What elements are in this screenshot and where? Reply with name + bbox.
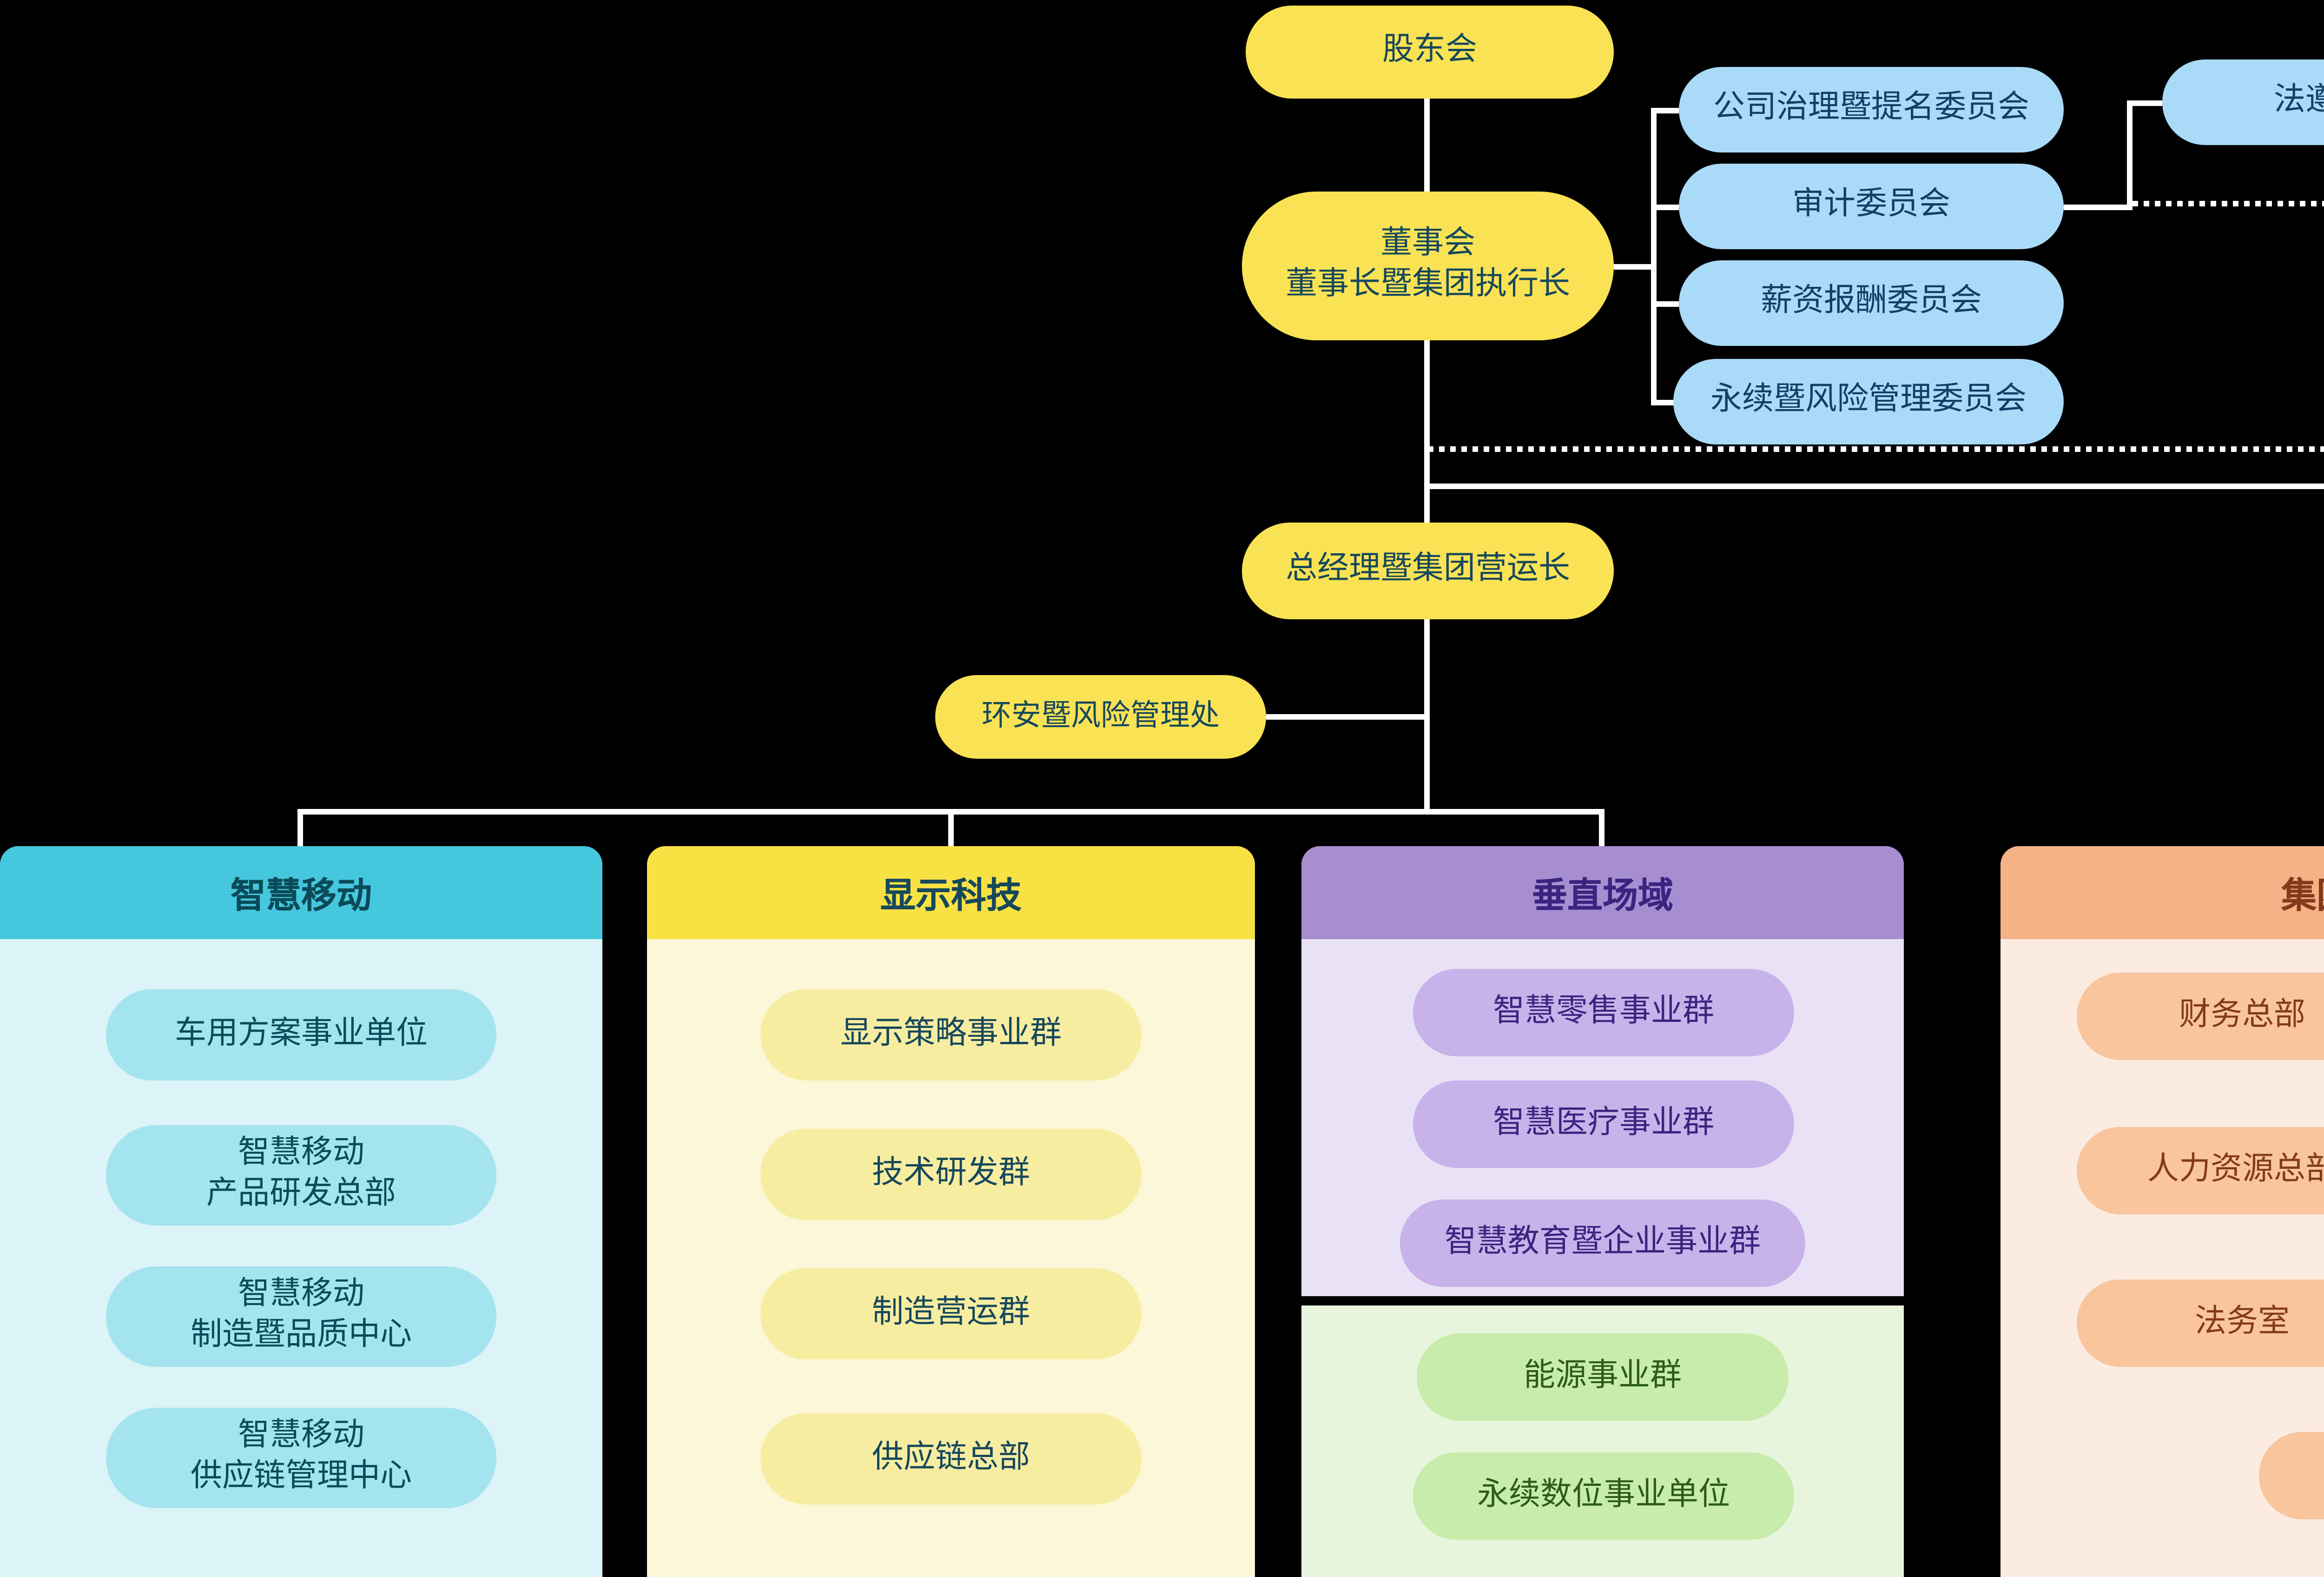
unit-energy: 能源事业群 — [1417, 1333, 1789, 1421]
division-vertical-domains-title: 垂直场域 — [1301, 846, 1904, 939]
division-display-tech: 显示科技 显示策略事业群 技术研发群 制造营运群 供应链总部 — [647, 846, 1255, 1577]
unit-supply-chain-hq: 供应链总部 — [760, 1413, 1142, 1504]
division-smart-mobility: 智慧移动 车用方案事业单位 智慧移动 产品研发总部 智慧移动 制造暨品质中心 智… — [0, 846, 602, 1577]
connector-support-branch-h — [1424, 484, 2324, 489]
node-committee-compensation: 薪资报酬委员会 — [1679, 260, 2064, 346]
unit-mobility-rnd: 智慧移动 产品研发总部 — [106, 1125, 496, 1226]
unit-automotive-solutions: 车用方案事业单位 — [106, 989, 496, 1080]
node-coo: 总经理暨集团营运长 — [1242, 523, 1614, 619]
connector-committee-spine — [1651, 108, 1657, 405]
node-committee-governance: 公司治理暨提名委员会 — [1679, 67, 2064, 152]
connector-drop-display-tech — [948, 809, 954, 846]
unit-hr-hq: 人力资源总部 — [2077, 1127, 2324, 1214]
connector-board-coo — [1424, 340, 1430, 523]
connector-board-committees — [1614, 264, 1655, 270]
unit-mobility-supply-chain: 智慧移动 供应链管理中心 — [106, 1408, 496, 1508]
dotted-compliance-to-main — [1426, 446, 2324, 452]
connector-drop-smart-mobility — [297, 809, 303, 846]
dotted-audit-right — [2131, 201, 2324, 206]
unit-mobility-mfg-quality: 智慧移动 制造暨品质中心 — [106, 1266, 496, 1367]
unit-tech-rnd: 技术研发群 — [760, 1129, 1142, 1220]
connector-audit-compliance-v — [2127, 100, 2133, 210]
division-vertical-domains-green: 能源事业群 永续数位事业单位 — [1301, 1305, 1904, 1577]
division-group-support: 集团营运支援单位 财务总部 数位技术发展总部 人力资源总部 永续发展总部 法务室… — [2000, 846, 2324, 1577]
connector-coo-down — [1424, 619, 1430, 815]
division-vertical-domains: 垂直场域 智慧零售事业群 智慧医疗事业群 智慧教育暨企业事业群 — [1301, 846, 1904, 1296]
unit-legal-office: 法务室 — [2077, 1279, 2324, 1367]
unit-mfg-operations: 制造营运群 — [760, 1268, 1142, 1359]
connector-drop-vertical-domains — [1599, 809, 1604, 846]
connector-committee-2-stub — [1655, 205, 1679, 210]
connector-committee-1-stub — [1655, 108, 1679, 113]
connector-shareholders-board — [1424, 99, 1430, 192]
unit-smart-retail: 智慧零售事业群 — [1413, 969, 1794, 1056]
connector-audit-compliance-h1 — [2064, 205, 2131, 210]
division-group-support-title: 集团营运支援单位 — [2000, 846, 2324, 939]
division-smart-mobility-title: 智慧移动 — [0, 846, 602, 939]
unit-smart-medical: 智慧医疗事业群 — [1413, 1080, 1794, 1168]
node-shareholders: 股东会 — [1246, 6, 1614, 99]
unit-smart-education-enterprise: 智慧教育暨企业事业群 — [1400, 1199, 1805, 1287]
unit-finance-hq: 财务总部 — [2077, 973, 2324, 1060]
node-board: 董事会 董事长暨集团执行长 — [1242, 192, 1614, 340]
connector-committee-3-stub — [1655, 301, 1679, 307]
connector-audit-compliance-h2 — [2127, 100, 2162, 106]
node-chief-compliance: 法遵总顾问 — [2162, 60, 2324, 145]
connector-committee-4-stub — [1655, 400, 1679, 405]
node-committee-sustainability-risk: 永续暨风险管理委员会 — [1673, 359, 2064, 444]
unit-audit-management: 稽核管理处 — [2259, 1432, 2324, 1519]
node-committee-audit: 审计委员会 — [1679, 164, 2064, 249]
division-display-tech-title: 显示科技 — [647, 846, 1255, 939]
unit-display-strategy: 显示策略事业群 — [760, 989, 1142, 1080]
unit-sustainable-digital: 永续数位事业单位 — [1413, 1452, 1794, 1540]
connector-ehs — [1266, 714, 1426, 720]
node-ehs-risk-office: 环安暨风险管理处 — [935, 675, 1266, 759]
